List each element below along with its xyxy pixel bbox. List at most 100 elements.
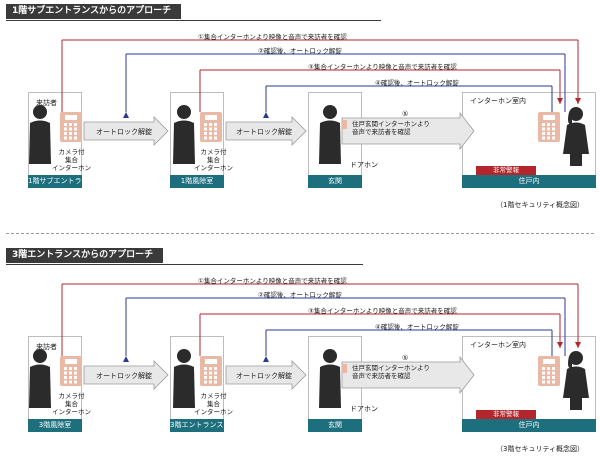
intercom-panel-icon-2-key [214,380,217,384]
intercom-panel-icon-2-screen [205,115,217,120]
caption: 3階エントランスホール [170,419,244,432]
room-label: インターホン室内 [470,341,526,349]
caption: 玄関 [308,419,362,432]
visitor-figure-3-body [319,364,341,408]
visitor-figure [29,349,51,408]
room-intercom-icon-screen [543,359,555,364]
room-intercom-icon-key [547,127,550,131]
flow-label-1: ①集合インターホンより映像と音声で来訪者を確認 [198,277,347,285]
room-intercom-icon-key [552,123,555,126]
intercom-panel-icon-2-key [209,367,212,370]
caption: 1階サブエントランス [28,175,95,188]
intercom-panel-icon-key [64,127,67,131]
step5-number: ⑤ [402,110,409,118]
intercom-panel-icon-key [69,132,72,135]
step5-arrow [341,355,475,395]
intercom-panel-icon-2-key [214,376,217,379]
intercom-panel-icon-2-key [204,132,207,135]
resident-figure-head [569,351,583,365]
flow-label-3: ③集合インターホンより映像と音声で来訪者を確認 [308,307,457,315]
intercom-panel-icon-screen [65,115,77,120]
visitor-figure-3-head [323,349,337,363]
intercom-panel-icon-key [74,132,77,135]
autolock-label-1: オートロック解錠 [96,372,152,380]
step5-text: 住戸玄関インターホンより 音声で来訪者を確認 [352,120,430,136]
caption: 住戸内 [462,175,596,188]
caption: 3階風除室 [28,419,82,432]
section-header: 3階エントランスからのアプローチ [6,248,364,265]
room-intercom-icon-key [552,136,555,140]
intercom-panel-icon-key [64,380,67,384]
intercom-panel-icon-key [69,371,72,375]
visitor-figure-3-body [319,120,341,164]
caption: 1階風除室 [170,175,224,188]
step5-arrow [341,111,475,151]
room-intercom-icon-key [542,367,545,370]
intercom-panel-icon-key [64,367,67,370]
visitor-figure-head [33,105,47,119]
room-intercom-icon-key [552,371,555,375]
resident-figure-hair [568,112,572,125]
intercom-panel-icon-key [64,132,67,135]
visitor-figure-2 [173,105,195,164]
room-intercom-icon-key [542,123,545,126]
intercom-panel-icon-2 [200,356,222,386]
visitor-figure-2 [173,349,195,408]
intercom-panel-icon-2-key [204,380,207,384]
visitor-figure-body [29,120,51,164]
caption: 住戸内 [462,419,596,432]
flow-arrowhead-4 [263,112,269,118]
autolock-label-2: オートロック解錠 [236,128,292,136]
intercom-panel-icon-key [64,376,67,379]
section-header: 1階サブエントランスからのアプローチ [6,4,382,21]
room-intercom-icon-key [542,132,545,135]
room-intercom-icon-key [552,367,555,370]
room-intercom-icon-key [547,123,550,126]
intercom-panel-icon-2-key [214,371,217,375]
section-3f: 3階エントランスからのアプローチ 3階風除室 3階エントランスホール 玄関 住戸内 ①集合… [0,244,600,453]
intercom-panel-icon [60,112,82,142]
resident-figure-body [563,122,589,166]
intercom-panel-icon-key [69,367,72,370]
intercom-panel-icon-key [74,367,77,370]
room-label: インターホン室内 [470,97,526,105]
autolock-label-1: オートロック解錠 [96,128,152,136]
flow-arrowhead-3 [557,342,563,348]
intercom-panel-icon-2-key [209,127,212,131]
resident-figure-head [569,107,583,121]
room-intercom-icon-key [552,132,555,135]
intercom-panel-icon-2-key [214,136,217,140]
intercom-panel-icon-key [74,127,77,131]
intercom-panel-icon-2 [200,112,222,142]
panel-label-2: カメラ付 集合 インターホン [194,148,233,172]
room-intercom-icon-key [542,371,545,375]
visitor-figure [29,105,51,164]
visitor-figure-head [33,349,47,363]
visitor-figure-3-head [323,105,337,119]
intercom-panel-icon-2-screen [205,359,217,364]
room-intercom-icon-screen [543,115,555,120]
intercom-panel-icon-key [64,123,67,126]
alarm-label: 非常警報 [476,166,536,175]
flow-label-2: ②確認後、オートロック解錠 [258,47,342,55]
resident-figure [563,351,589,410]
step5-text: 住戸玄関インターホンより 音声で来訪者を確認 [352,364,430,380]
flow-arrowhead-2 [123,112,129,118]
panel-label: カメラ付 集合 インターホン [52,148,91,172]
intercom-panel-icon-key [74,376,77,379]
room-intercom-icon-key [547,367,550,370]
intercom-panel-icon-key [69,127,72,131]
room-intercom-icon-key [542,380,545,384]
room-intercom-icon-key [547,380,550,384]
flow-diagram [29,283,589,410]
intercom-panel-icon-key [74,136,77,140]
visitor-figure-2-head [177,349,191,363]
visitor-label: 来訪者 [36,343,57,351]
room-intercom-icon [538,356,560,386]
intercom-panel-icon-2-key [204,367,207,370]
flow-label-4: ④確認後、オートロック解錠 [375,79,459,87]
intercom-panel-icon-2-key [204,127,207,131]
doorphone-icon [342,364,347,373]
door-phone-label: ドアホン [350,161,378,169]
